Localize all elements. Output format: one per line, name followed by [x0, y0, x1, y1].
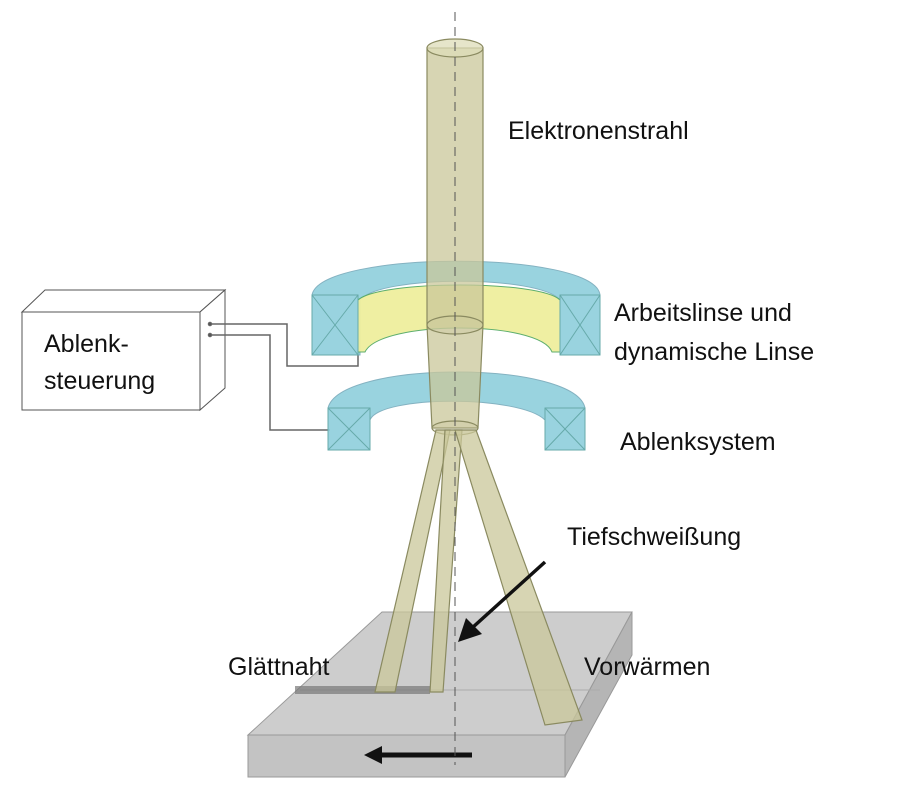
- label-controller-line2: steuerung: [44, 367, 156, 395]
- label-deflection-system: Ablenksystem: [620, 428, 776, 456]
- label-lens-line1: Arbeitslinse und: [614, 299, 792, 327]
- label-lens-line2: dynamische Linse: [614, 338, 815, 366]
- controller-box: [20, 288, 227, 412]
- feed-direction-arrow: [364, 746, 472, 764]
- label-preheat: Vorwärmen: [584, 653, 711, 681]
- label-controller-line1: Ablenk-: [44, 330, 129, 358]
- deep-weld-pointer-arrow: [458, 560, 547, 642]
- beam-preheat: [454, 429, 583, 726]
- label-smoothing-seam: Glättnaht: [228, 653, 330, 681]
- control-wires: [207, 321, 359, 431]
- weld-seam: [295, 686, 430, 694]
- label-electron-beam: Elektronenstrahl: [508, 117, 689, 145]
- deflection-coil: [327, 371, 586, 451]
- label-deep-weld: Tiefschweißung: [567, 523, 742, 551]
